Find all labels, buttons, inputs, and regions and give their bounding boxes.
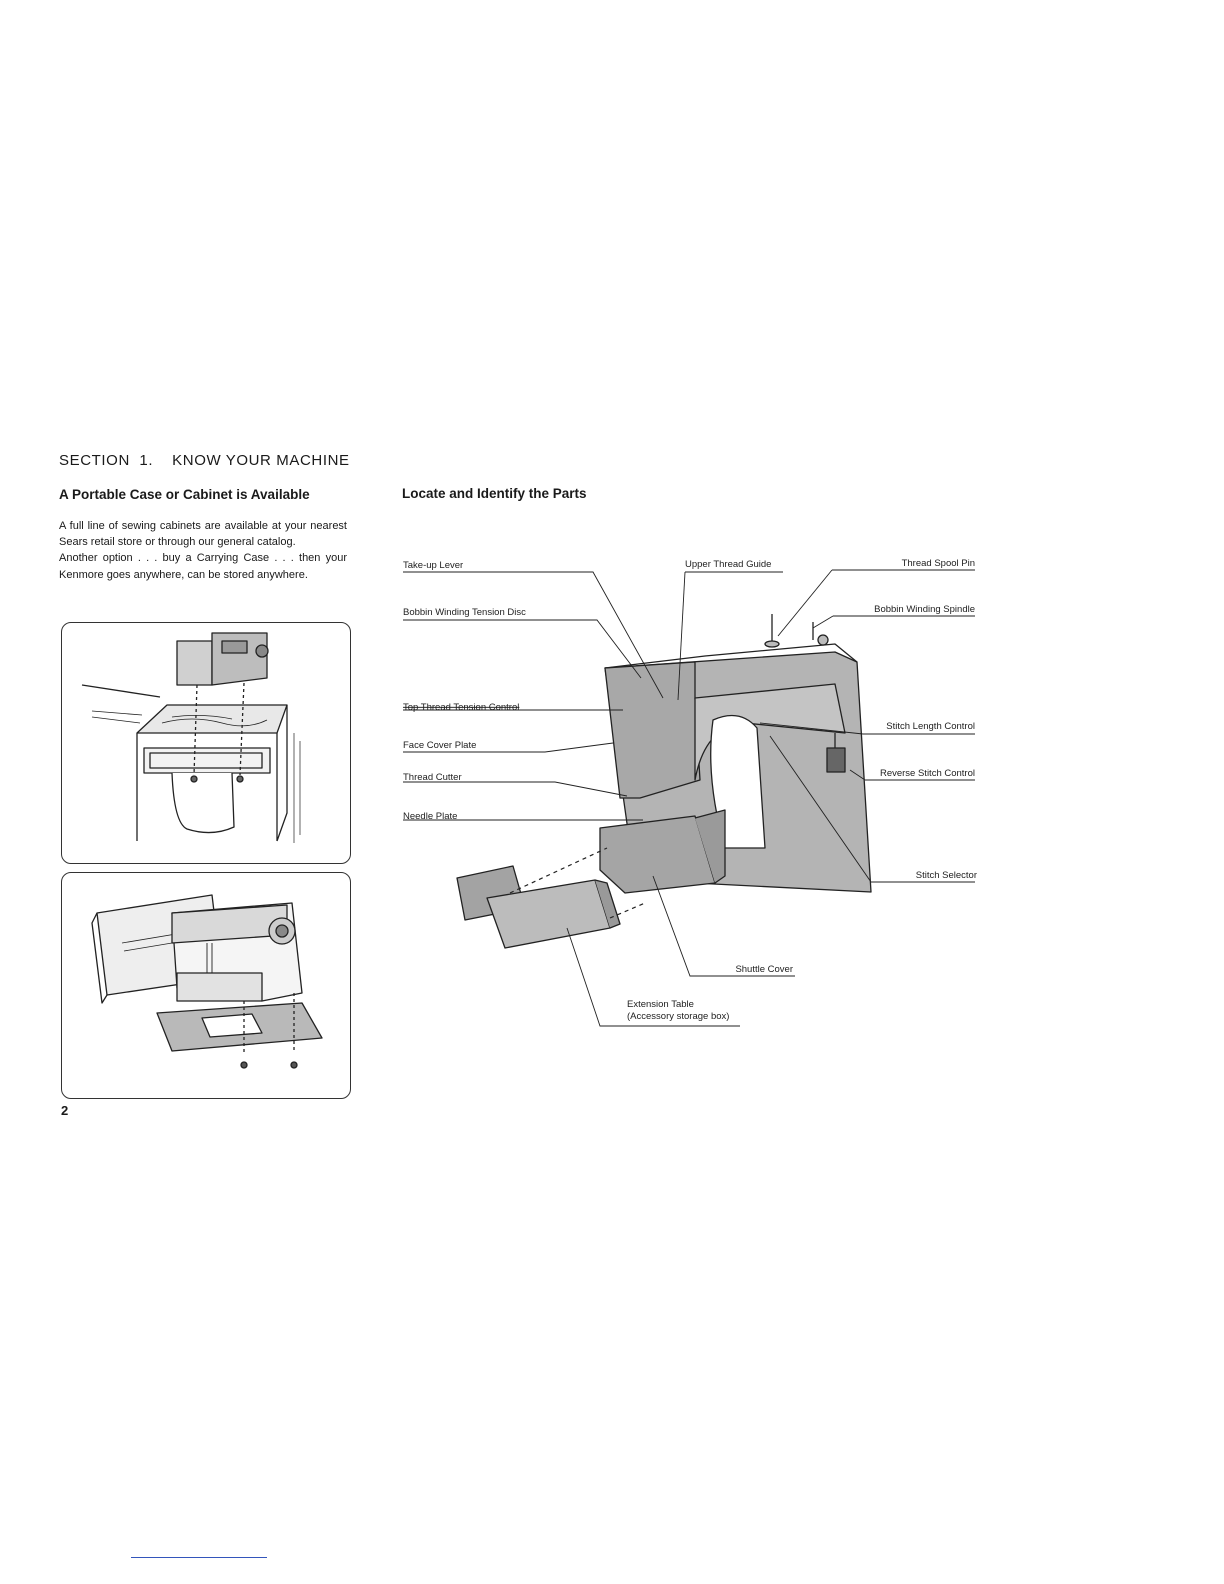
label-thread-spool-pin: Thread Spool Pin (902, 558, 975, 569)
cabinet-heading: A Portable Case or Cabinet is Available (59, 487, 310, 502)
label-stitch-length-control: Stitch Length Control (886, 721, 975, 732)
label-take-up-lever: Take-up Lever (403, 560, 463, 571)
page-number: 2 (61, 1103, 69, 1118)
label-stitch-selector: Stitch Selector (916, 870, 977, 881)
spool-pins (764, 614, 829, 648)
machine-drawing (456, 643, 872, 949)
footer-rule (131, 1557, 267, 1558)
label-needle-plate: Needle Plate (403, 811, 457, 822)
carrying-case-illustration (61, 872, 351, 1099)
label-bobbin-winding-tension-disc: Bobbin Winding Tension Disc (403, 607, 526, 618)
intro-paragraph-1: A full line of sewing cabinets are avail… (59, 520, 347, 549)
label-shuttle-cover: Shuttle Cover (735, 964, 793, 975)
parts-diagram: Take-up Lever Upper Thread Guide Thread … (403, 558, 977, 1027)
section-title: SECTION 1. KNOW YOUR MACHINE (59, 452, 350, 469)
intro-paragraph-2: Another option . . . buy a Carrying Case… (59, 552, 347, 581)
label-thread-cutter: Thread Cutter (403, 772, 462, 783)
label-extension-table: Extension Table (627, 999, 694, 1010)
leader-lines (403, 569, 975, 1027)
label-upper-thread-guide: Upper Thread Guide (685, 559, 771, 570)
label-reverse-stitch-control: Reverse Stitch Control (880, 768, 975, 779)
label-accessory-storage-box: (Accessory storage box) (627, 1011, 729, 1022)
label-top-thread-tension-control: Top Thread Tension Control (403, 702, 519, 713)
cabinet-illustration (61, 622, 351, 864)
intro-text: A full line of sewing cabinets are avail… (59, 518, 347, 583)
label-bobbin-winding-spindle: Bobbin Winding Spindle (874, 604, 975, 615)
carrying-case-drawing (91, 894, 323, 1069)
label-face-cover-plate: Face Cover Plate (403, 740, 476, 751)
parts-heading: Locate and Identify the Parts (402, 486, 587, 501)
assembly-lines (509, 847, 646, 919)
cabinet-drawing (81, 632, 301, 843)
